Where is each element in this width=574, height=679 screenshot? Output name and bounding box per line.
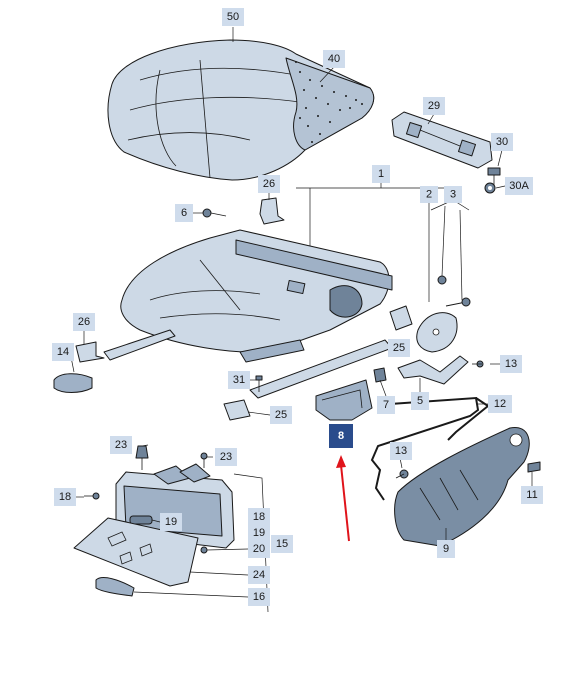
bracket-clip-part[interactable] — [223, 399, 251, 421]
svg-text:18: 18 — [59, 491, 71, 503]
callout-18-right[interactable]: 18 — [248, 508, 270, 526]
callout-40[interactable]: 40 — [323, 50, 345, 68]
svg-text:31: 31 — [233, 374, 245, 386]
svg-text:25: 25 — [393, 342, 405, 354]
svg-text:6: 6 — [181, 207, 187, 219]
callout-18-left[interactable]: 18 — [54, 488, 76, 506]
callout-2[interactable]: 2 — [420, 186, 438, 203]
bolt-31-part[interactable] — [255, 375, 263, 392]
svg-text:19: 19 — [165, 516, 177, 528]
screw-20-part[interactable] — [200, 546, 208, 554]
callout-6[interactable]: 6 — [175, 204, 193, 222]
screw-13-part[interactable] — [472, 360, 484, 368]
callout-13-upper[interactable]: 13 — [500, 355, 522, 373]
callout-30A[interactable]: 30A — [505, 177, 533, 195]
svg-text:29: 29 — [428, 100, 440, 112]
trim-panel-part[interactable] — [315, 379, 373, 421]
callout-8-highlighted[interactable]: 8 — [329, 424, 353, 448]
side-cover-part[interactable] — [394, 427, 530, 547]
svg-text:14: 14 — [57, 346, 69, 358]
callout-13-lower[interactable]: 13 — [390, 442, 412, 460]
clip-right-part[interactable] — [389, 305, 413, 331]
svg-text:5: 5 — [417, 395, 423, 407]
callout-50[interactable]: 50 — [222, 8, 244, 26]
svg-text:12: 12 — [494, 398, 506, 410]
bracket-5-part[interactable] — [397, 355, 469, 385]
svg-text:11: 11 — [526, 489, 537, 501]
drawer-tray-part[interactable] — [73, 517, 199, 587]
callout-9[interactable]: 9 — [437, 540, 455, 558]
svg-text:13: 13 — [505, 358, 517, 370]
callout-16[interactable]: 16 — [248, 588, 270, 606]
svg-text:9: 9 — [443, 543, 449, 555]
nut-upper-part[interactable] — [437, 275, 447, 285]
svg-text:26: 26 — [78, 316, 90, 328]
svg-text:30: 30 — [496, 136, 508, 148]
nut-part[interactable] — [484, 182, 496, 194]
seat-frame-part[interactable] — [103, 229, 393, 399]
lever-part[interactable] — [53, 373, 93, 393]
callout-25-upper[interactable]: 25 — [388, 339, 410, 357]
callout-24[interactable]: 24 — [248, 566, 270, 584]
callout-1[interactable]: 1 — [372, 165, 390, 183]
bracket-part[interactable] — [391, 111, 493, 169]
svg-text:8: 8 — [338, 430, 344, 442]
svg-text:26: 26 — [263, 178, 275, 190]
wire-rod-part[interactable] — [370, 396, 490, 501]
pin-11-part[interactable] — [527, 461, 541, 473]
callout-25-lower[interactable]: 25 — [270, 406, 292, 424]
callout-26-upper[interactable]: 26 — [258, 175, 280, 193]
svg-text:7: 7 — [383, 399, 389, 411]
svg-text:18: 18 — [253, 511, 265, 523]
callout-3[interactable]: 3 — [444, 186, 462, 203]
foam-pad-part[interactable] — [285, 57, 375, 151]
callout-14[interactable]: 14 — [52, 343, 74, 361]
svg-text:40: 40 — [328, 53, 340, 65]
svg-text:25: 25 — [275, 409, 287, 421]
svg-text:24: 24 — [253, 569, 265, 581]
screw-23a-part[interactable] — [135, 445, 149, 470]
svg-text:3: 3 — [450, 189, 456, 201]
callout-12[interactable]: 12 — [488, 395, 512, 413]
screw-right-part[interactable] — [445, 297, 471, 307]
callout-7[interactable]: 7 — [377, 396, 395, 414]
callout-29[interactable]: 29 — [423, 97, 445, 115]
svg-text:20: 20 — [253, 543, 265, 555]
callout-23-left[interactable]: 23 — [110, 436, 132, 454]
callout-31[interactable]: 31 — [228, 371, 250, 389]
clip-part-left[interactable] — [75, 341, 105, 363]
callout-15[interactable]: 15 — [271, 535, 293, 553]
bolt-part[interactable] — [202, 208, 227, 218]
screw-23b-part[interactable] — [200, 452, 208, 468]
callout-23-right[interactable]: 23 — [215, 448, 237, 466]
screw-part[interactable] — [487, 167, 501, 188]
screw-13b-part[interactable] — [395, 469, 409, 479]
clip-7-part[interactable] — [373, 367, 387, 383]
svg-text:30A: 30A — [509, 180, 529, 192]
red-indicator-arrow — [336, 455, 350, 542]
screw-18-part[interactable] — [84, 492, 100, 500]
callout-20[interactable]: 20 — [248, 540, 270, 558]
callout-11[interactable]: 11 — [521, 486, 543, 504]
clip-part[interactable] — [259, 197, 285, 225]
callout-19-right[interactable]: 19 — [248, 524, 270, 542]
svg-text:23: 23 — [220, 451, 232, 463]
handle-part[interactable] — [95, 577, 135, 597]
callout-5[interactable]: 5 — [411, 392, 429, 410]
callout-30[interactable]: 30 — [491, 133, 513, 151]
svg-text:15: 15 — [276, 538, 288, 550]
svg-text:19: 19 — [253, 527, 265, 539]
svg-text:1: 1 — [378, 168, 384, 180]
svg-text:50: 50 — [227, 11, 239, 23]
svg-text:13: 13 — [395, 445, 407, 457]
callout-19-left[interactable]: 19 — [160, 513, 182, 531]
svg-text:2: 2 — [426, 189, 432, 201]
svg-text:23: 23 — [115, 439, 127, 451]
callout-26-left[interactable]: 26 — [73, 313, 95, 331]
svg-text:16: 16 — [253, 591, 265, 603]
mount-plate-part[interactable] — [416, 312, 458, 353]
